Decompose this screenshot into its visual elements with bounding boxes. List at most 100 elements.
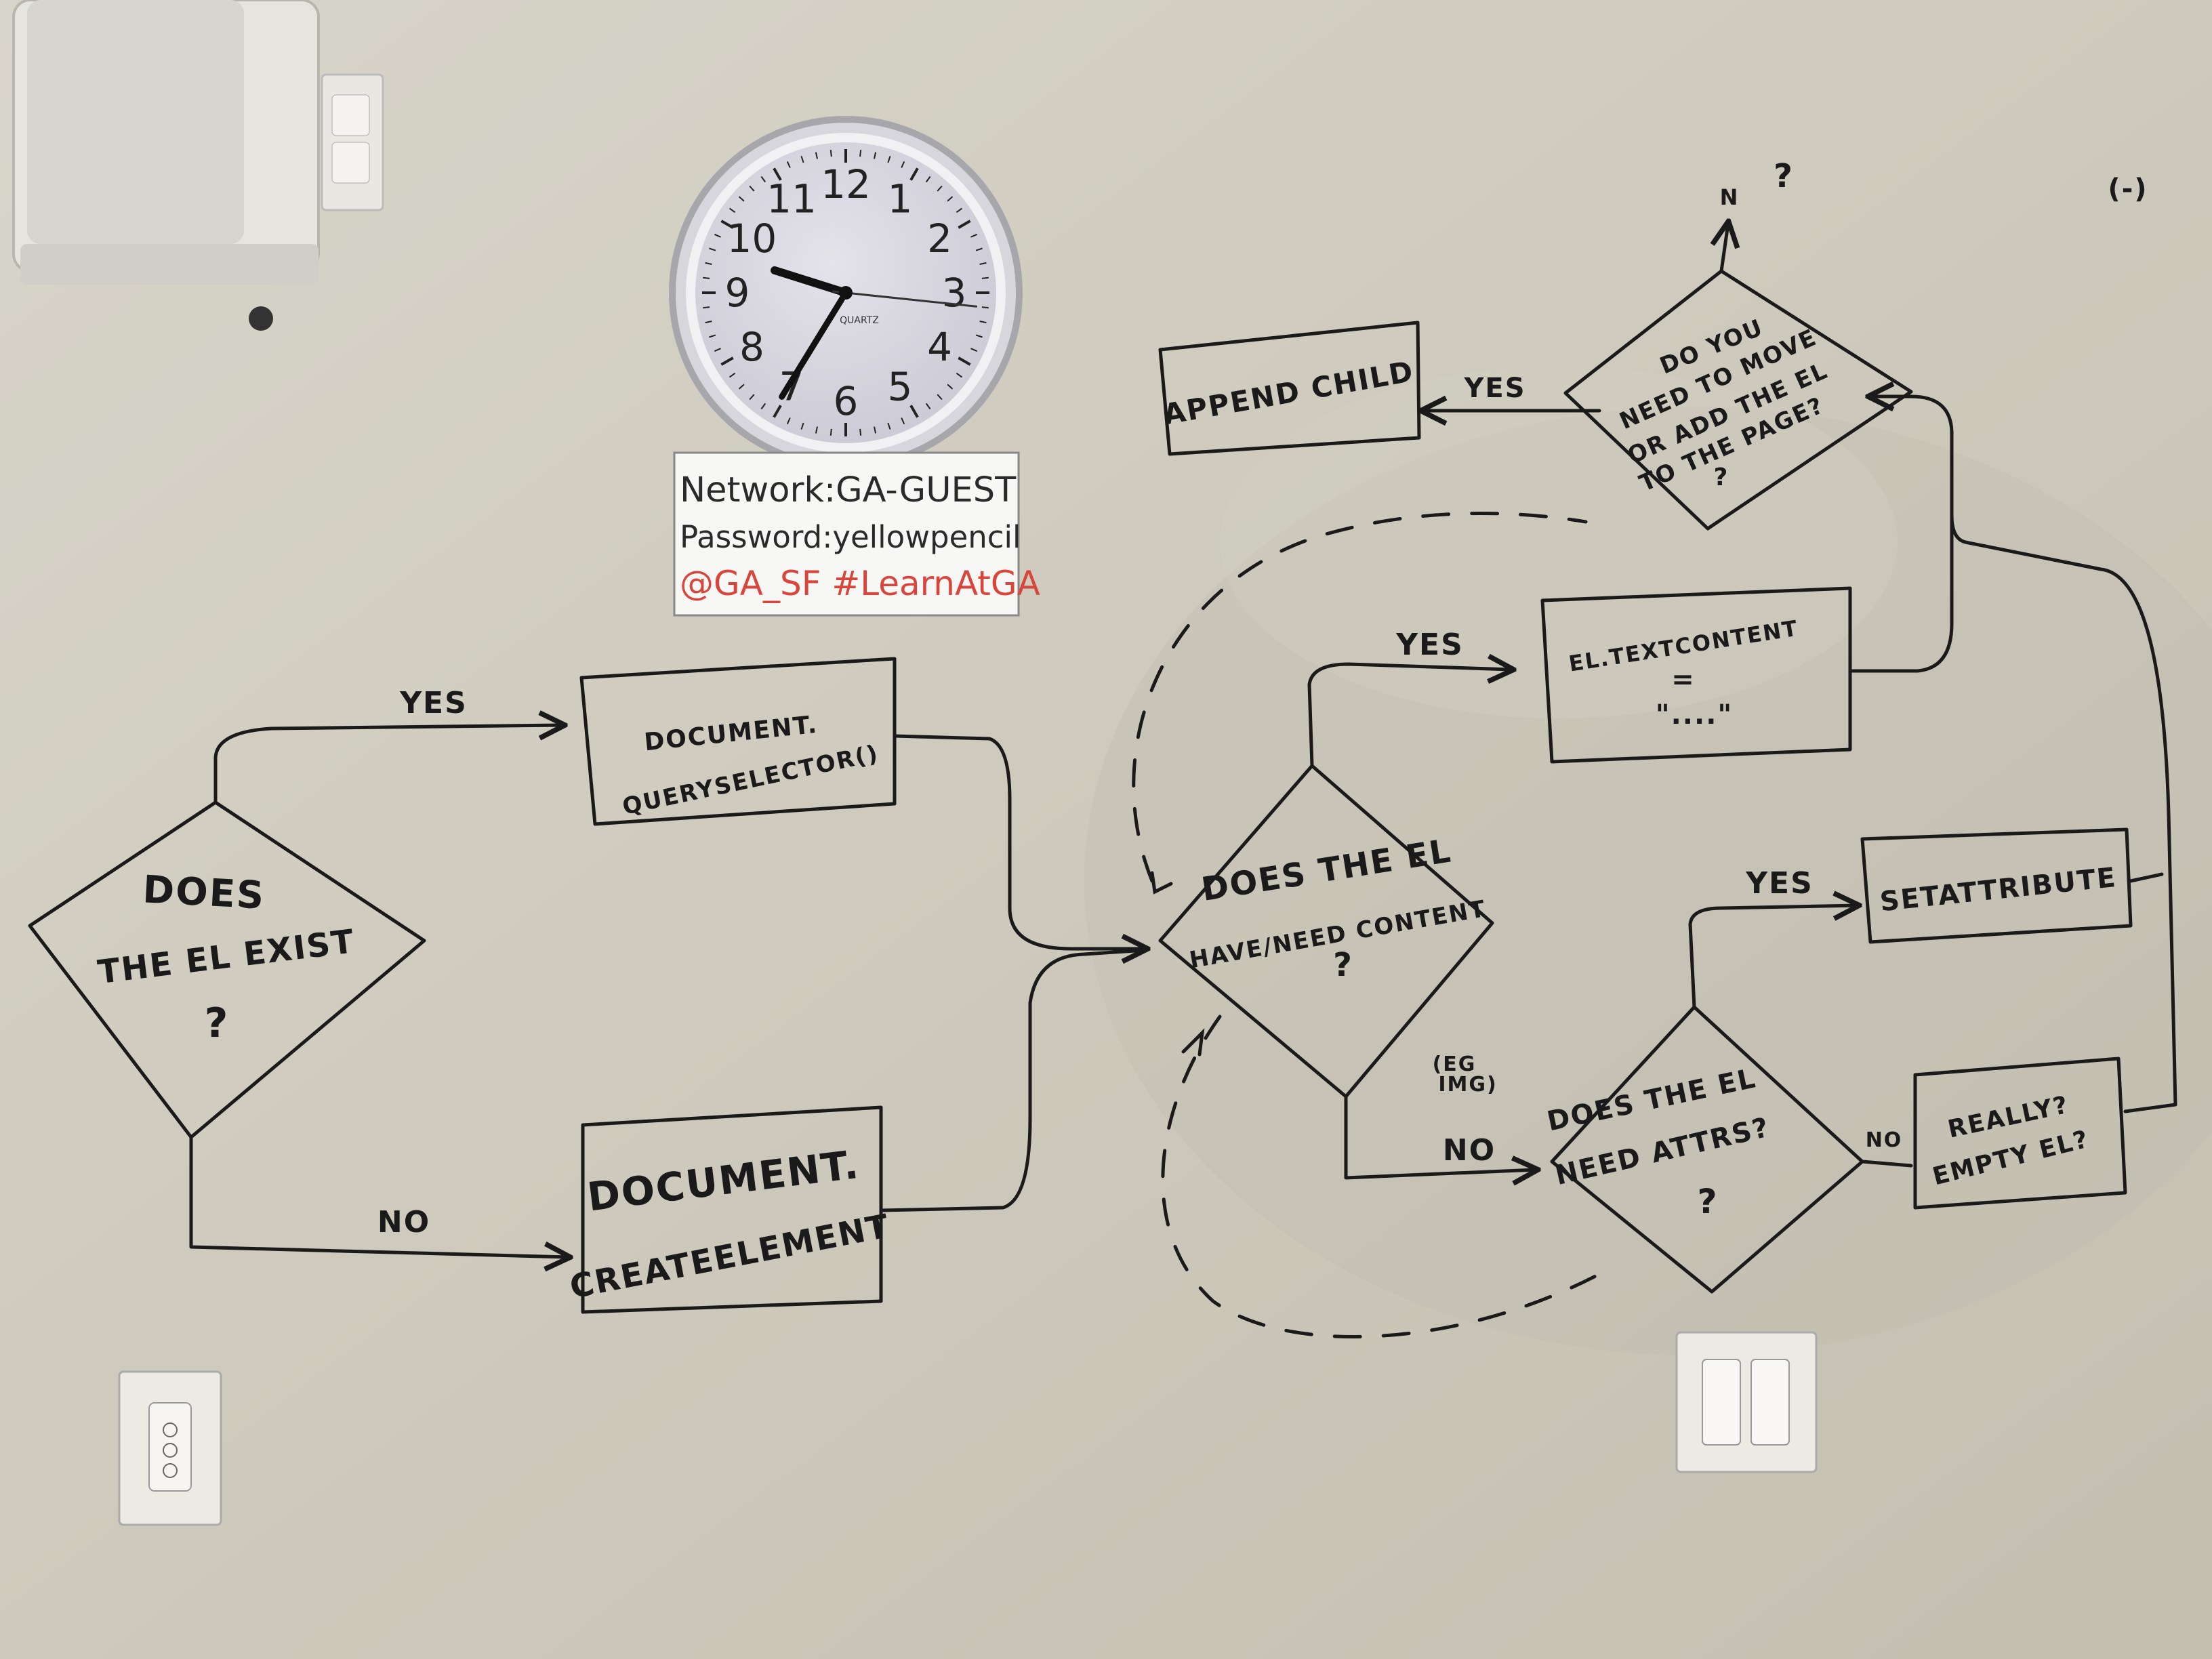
textcontent-line3: "...." (1656, 699, 1733, 731)
clock-tick (749, 394, 755, 401)
decision-attrs-diamond (1550, 1005, 1864, 1294)
clock-numeral: 5 (888, 364, 913, 410)
clock-tick (874, 426, 877, 434)
clock-numeral: 9 (725, 270, 750, 316)
queryselector-box (579, 657, 897, 826)
clock-tick (705, 262, 712, 265)
textcontent-line2: = (1671, 664, 1696, 695)
wifi-social: @GA_SF #LearnAtGA (680, 564, 1040, 603)
clock-minute-hand (779, 289, 849, 400)
clock-tick (981, 306, 989, 309)
clock-tick (981, 276, 989, 279)
wifi-password: Password:yellowpencil (680, 519, 1021, 555)
clock-tick (925, 403, 931, 410)
clock-tick (760, 176, 766, 183)
clock-tick (970, 233, 978, 238)
clock-tick (709, 247, 716, 251)
clock-tick (859, 428, 862, 436)
arrow-no-reallyempty (1860, 1160, 1913, 1168)
appendchild-box (1158, 321, 1421, 456)
label-yes-1: YES (399, 686, 468, 720)
arrow-queryselector-to-content (893, 734, 1145, 949)
clock-tick (703, 276, 710, 279)
clock-tick (956, 372, 963, 378)
clock-numeral: 8 (739, 324, 764, 370)
wifi-sign-card (673, 451, 1020, 617)
dashed-loop (1132, 512, 1601, 1338)
clock-tick (786, 417, 791, 425)
clock-tick (720, 220, 734, 229)
clock-tick (947, 196, 954, 202)
clock-tick (947, 384, 954, 390)
clock-tick (901, 161, 905, 168)
clock-tick (887, 156, 891, 163)
clock-tick (859, 150, 862, 157)
clock-tick (830, 150, 832, 157)
clock-numeral: 3 (942, 270, 967, 316)
clock-tick (714, 233, 721, 238)
clock-tick (979, 321, 987, 324)
flowchart-lines (28, 224, 2177, 1314)
label-q-top: ? (1774, 157, 1794, 195)
clock-tick (709, 334, 716, 338)
label-yes-4: YES (1463, 373, 1525, 404)
power-outlet (321, 73, 384, 211)
clock-tick (975, 247, 983, 251)
clock-tick (773, 167, 782, 181)
clock-tick (703, 306, 710, 309)
arrow-yes-queryselector (213, 725, 562, 804)
light-switch-double (1675, 1331, 1818, 1473)
clock-tick (786, 161, 791, 168)
wifi-network: Network:GA-GUEST (680, 470, 1017, 510)
clock-tick (970, 348, 978, 352)
decision-append-line5: ? (1714, 464, 1729, 491)
arrow-yes-textcontent (1307, 664, 1511, 768)
clock-tick (815, 426, 818, 434)
decision-content-line3: ? (1333, 946, 1353, 984)
clock-tick (958, 356, 971, 366)
clock-tick (800, 422, 804, 430)
setattribute-box (1860, 827, 2133, 944)
arrow-no-createelement (189, 1135, 568, 1257)
label-n-top: N (1720, 184, 1740, 210)
clock-tick (800, 156, 804, 163)
clock-tick (979, 262, 987, 265)
wall-clock: 121234567891011 QUARTZ (669, 116, 1023, 470)
clock-tick (975, 334, 983, 338)
clock-tick (714, 348, 721, 352)
createelement-box (581, 1105, 883, 1314)
clock-tick (901, 417, 905, 425)
clock-tick (830, 428, 832, 436)
clock-tick (729, 372, 736, 378)
clock-numeral: 2 (927, 216, 952, 262)
clock-brand: QUARTZ (840, 315, 879, 326)
clock-tick (909, 405, 919, 418)
clock-tick (720, 356, 734, 366)
corner-mark: (-) (2108, 173, 2148, 205)
clock-tick (760, 403, 766, 410)
clock-tick (909, 167, 919, 181)
wifi-sign: Network:GA-GUEST Password:yellowpencil @… (673, 451, 1040, 617)
clock-numeral: 1 (888, 176, 913, 222)
clock-numeral: 6 (834, 378, 859, 424)
label-no-3: NO (1866, 1128, 1903, 1152)
textcontent-box (1540, 586, 1852, 764)
decision-append-diamond (1563, 269, 1913, 531)
reallyempty-box (1913, 1057, 2127, 1210)
decision-exists-line1: DOES (142, 867, 266, 918)
clock-tick (887, 422, 891, 430)
label-no-1: NO (377, 1205, 430, 1240)
clock-tick (925, 176, 931, 183)
clock-tick (705, 321, 712, 324)
eg-img-line2: IMG) (1438, 1073, 1497, 1097)
clock-tick (773, 405, 782, 418)
clock-hour-hand (771, 266, 850, 297)
clock-numeral: 4 (927, 324, 952, 370)
decision-exists-line3: ? (205, 1000, 230, 1047)
clock-tick (729, 207, 736, 213)
clock-numeral: 11 (766, 176, 817, 222)
clock-tick (956, 207, 963, 213)
wall-speaker (12, 0, 320, 331)
